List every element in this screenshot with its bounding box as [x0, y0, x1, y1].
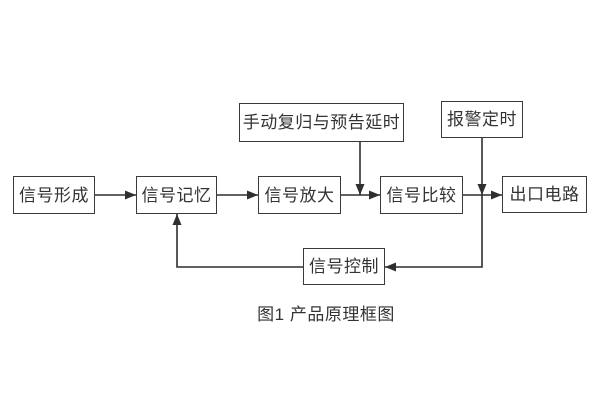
node-manual-reset-delay: 手动复归与预告延时: [239, 103, 404, 142]
node-alarm-timing-label: 报警定时: [447, 110, 517, 129]
node-signal-memory-label: 信号记忆: [141, 185, 212, 205]
node-manual-reset-delay-label: 手动复归与预告延时: [242, 113, 401, 132]
node-signal-amplification-label: 信号放大: [264, 185, 335, 205]
node-alarm-timing: 报警定时: [441, 101, 523, 138]
figure-caption: 图1 产品原理框图: [257, 305, 395, 324]
node-outlet-circuit: 出口电路: [502, 176, 587, 213]
node-signal-formation: 信号形成: [13, 176, 95, 214]
edge-junction-to-signal-control: [385, 195, 483, 272]
node-signal-comparison: 信号比较: [380, 176, 463, 214]
node-signal-amplification: 信号放大: [258, 176, 341, 214]
node-signal-control-label: 信号控制: [309, 257, 379, 276]
node-signal-control: 信号控制: [303, 248, 385, 285]
edge-signal-control-to-memory: [172, 214, 303, 268]
node-signal-memory: 信号记忆: [136, 176, 217, 214]
node-outlet-circuit-label: 出口电路: [509, 185, 580, 204]
node-signal-comparison-label: 信号比较: [386, 185, 457, 205]
node-signal-formation-label: 信号形成: [19, 185, 89, 205]
